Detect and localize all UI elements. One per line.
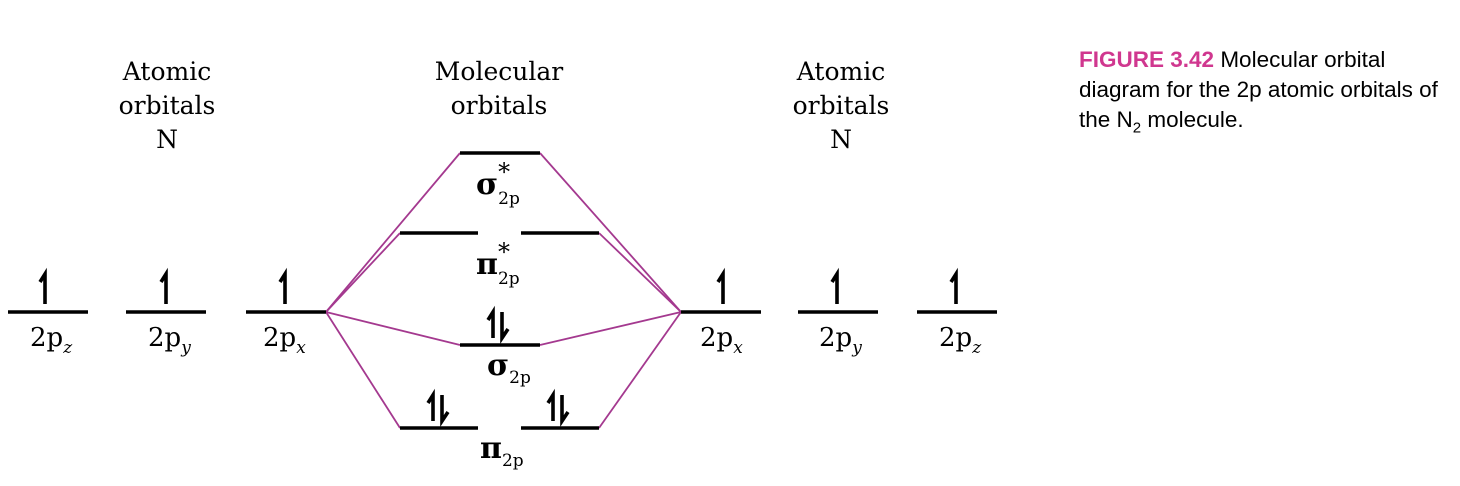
spin-down-arrow: [560, 395, 570, 427]
formula-subscript: 2: [1132, 119, 1142, 137]
figure-label: FIGURE 3.42: [1079, 47, 1215, 72]
spin-up-arrow: [949, 267, 958, 304]
spin-up-arrow: [159, 267, 168, 304]
orbital-label: 2pz: [30, 323, 73, 358]
correlation-lines: [325, 152, 682, 429]
header-line: Atomic: [122, 57, 211, 86]
header-line: N: [830, 125, 852, 154]
header-line: orbitals: [793, 91, 890, 120]
orbital-label: π2p: [480, 431, 524, 471]
orbital-label: σ*2p: [476, 158, 520, 209]
spin-up-arrow: [486, 305, 495, 338]
orbital-label: 2px: [263, 323, 306, 358]
atomic-orbital-right-2py: 2py: [798, 267, 878, 358]
orbital-label: 2py: [819, 323, 862, 358]
spin-up-arrow: [830, 267, 839, 304]
header-atomic-left: Atomic orbitals N: [119, 57, 216, 154]
spin-up-arrow: [716, 267, 725, 304]
connector-line: [539, 152, 682, 313]
header-line: N: [156, 125, 178, 154]
connector-line: [325, 311, 401, 429]
figure-caption: FIGURE 3.42 Molecular orbital diagram fo…: [1079, 45, 1451, 144]
header-line: Atomic: [796, 57, 885, 86]
spin-down-arrow: [440, 395, 450, 427]
header-molecular: Molecular orbitals: [435, 57, 563, 120]
spin-down-arrow: [500, 312, 510, 344]
orbital-label: 2pz: [939, 323, 982, 358]
orbital-label: 2px: [700, 323, 743, 358]
connector-line: [325, 152, 461, 313]
orbital-label: σ2p: [487, 348, 531, 388]
connector-line: [325, 311, 461, 346]
caption-text-end: molecule.: [1147, 107, 1244, 132]
atomic-orbital-left-2pz: 2pz: [8, 267, 88, 358]
header-line: orbitals: [119, 91, 216, 120]
header-line: Molecular: [435, 57, 563, 86]
mo-diagram: Atomic orbitals N Molecular orbitals Ato…: [8, 57, 997, 471]
spin-up-arrow: [278, 267, 287, 304]
mo-sigma-star-2p: σ*2p: [460, 151, 540, 209]
connector-line: [598, 311, 682, 429]
connector-line: [598, 232, 682, 313]
mo-pi-2p: π2p: [400, 388, 599, 471]
connector-line: [325, 232, 401, 313]
connector-line: [539, 311, 682, 346]
atomic-orbital-right-2pz: 2pz: [917, 267, 997, 358]
orbital-label: 2py: [148, 323, 191, 358]
caption-text: Molecular orbital diagram for the 2p ato…: [1079, 47, 1438, 132]
spin-up-arrow: [546, 388, 555, 421]
orbital-label: π*2p: [476, 238, 520, 289]
header-line: orbitals: [451, 91, 548, 120]
atomic-orbital-left-2px: 2px: [246, 267, 326, 358]
mo-sigma-2p: σ2p: [460, 305, 540, 388]
header-atomic-right: Atomic orbitals N: [793, 57, 890, 154]
atomic-orbital-right-2px: 2px: [681, 267, 761, 358]
atomic-orbital-left-2py: 2py: [126, 267, 206, 358]
spin-up-arrow: [426, 388, 435, 421]
mo-pi-star-2p: π*2p: [400, 231, 599, 289]
spin-up-arrow: [38, 267, 47, 304]
